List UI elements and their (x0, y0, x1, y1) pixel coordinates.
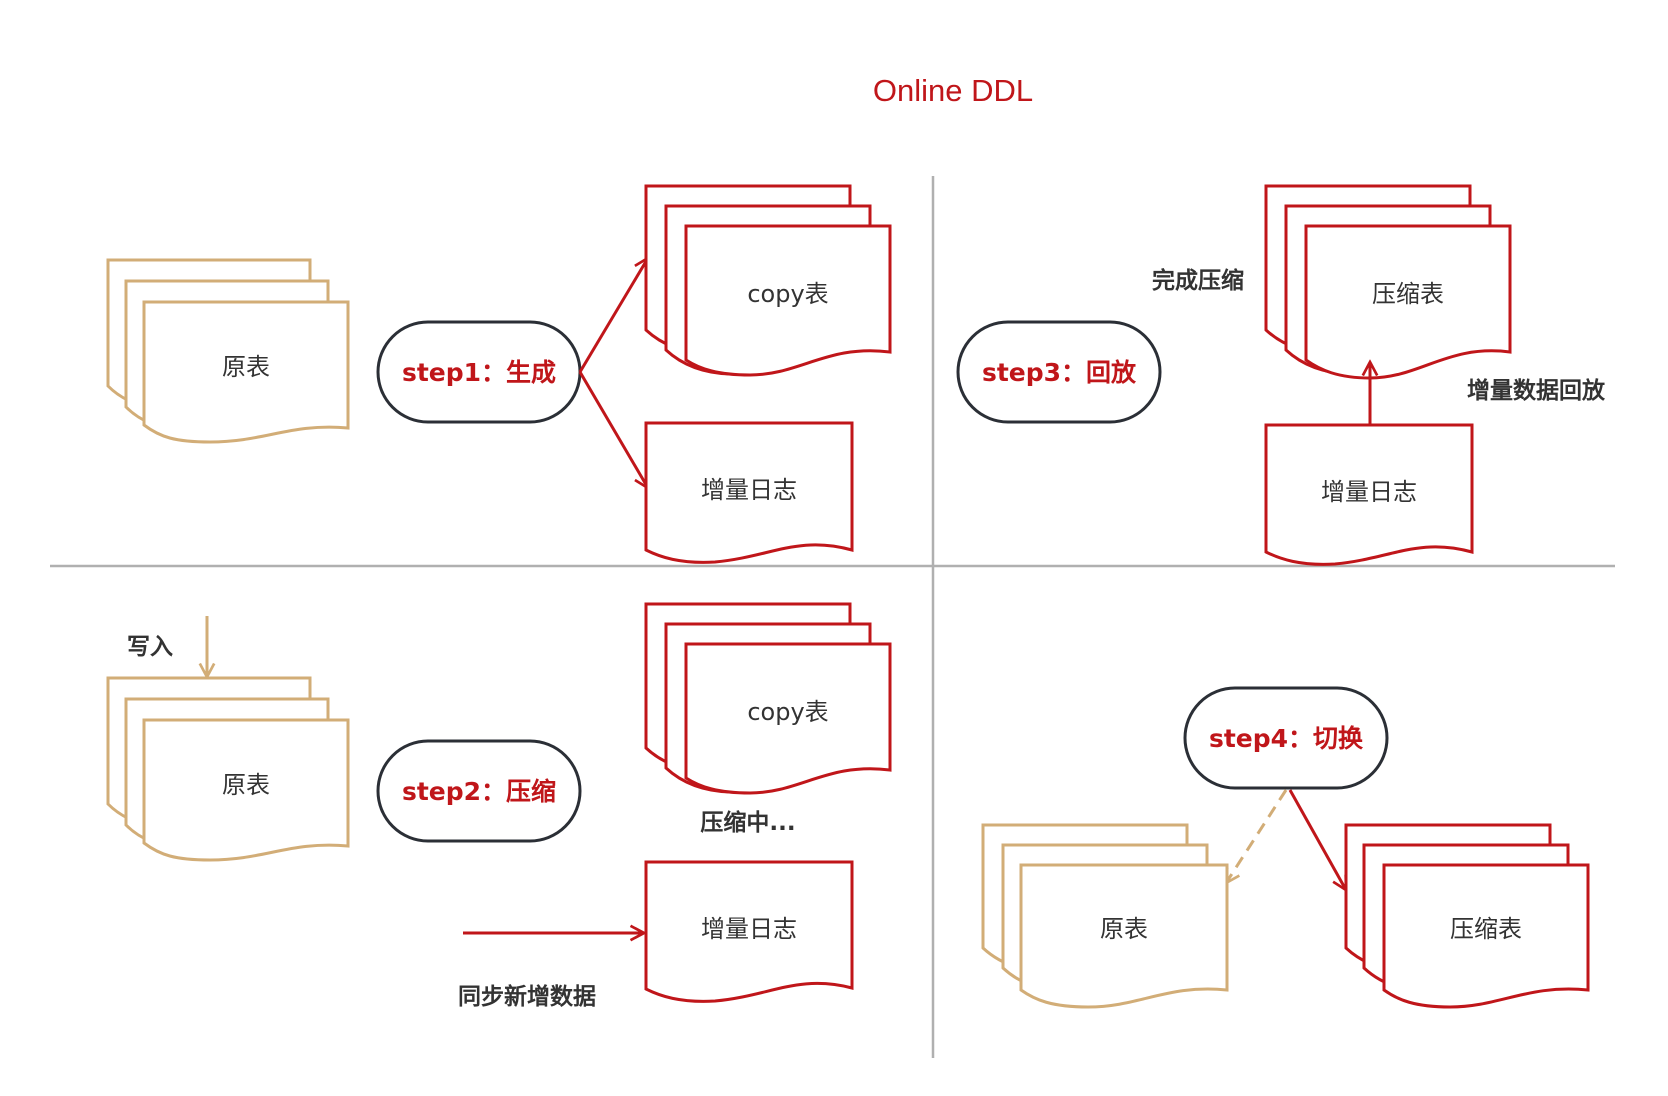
step4-label: step4：切换 (1209, 724, 1364, 753)
copy-table-label: copy表 (747, 280, 828, 308)
increment-log-label: 增量日志 (701, 476, 797, 504)
step2-label: step2：压缩 (402, 777, 556, 806)
sync-new-data-label: 同步新增数据 (458, 983, 596, 1010)
arrow-to-copy-table (578, 258, 648, 373)
step1-label: step1：生成 (402, 358, 556, 387)
original-table-label: 原表 (222, 771, 270, 799)
switch-arrow-original (1226, 789, 1288, 883)
write-label: 写入 (127, 634, 173, 660)
panel-step2: 写入 原表 step2：压缩 copy表 压缩中... 增量日志 同步新增数据 (106, 602, 892, 1010)
original-table-stack: 原表 (106, 676, 350, 862)
step2-node: step2：压缩 (376, 739, 582, 843)
compressed-table-stack: 压缩表 (1344, 823, 1590, 1009)
increment-log-label: 增量日志 (701, 915, 797, 943)
diagram-title: Online DDL (873, 73, 1033, 108)
copy-table-stack: copy表 (644, 602, 892, 795)
step1-node: step1：生成 (376, 320, 582, 424)
copy-table-stack: copy表 (644, 184, 892, 377)
increment-log-label: 增量日志 (1321, 478, 1417, 506)
original-table-stack: 原表 (106, 258, 350, 444)
switch-arrow-compressed (1288, 789, 1346, 890)
panel-step1: 原表 step1：生成 copy表 增量日志 (106, 184, 892, 564)
compressed-table-stack: 压缩表 (1264, 184, 1512, 380)
increment-log-doc: 增量日志 (644, 860, 854, 1003)
compressing-label: 压缩中... (700, 809, 795, 836)
step4-node: step4：切换 (1183, 686, 1389, 790)
step3-node: step3：回放 (956, 320, 1162, 424)
copy-table-label: copy表 (747, 698, 828, 726)
original-table-label: 原表 (1100, 915, 1148, 943)
increment-log-doc: 增量日志 (644, 421, 854, 564)
increment-log-doc: 增量日志 (1264, 423, 1474, 566)
compressed-table-label: 压缩表 (1372, 280, 1444, 308)
increment-replay-label: 增量数据回放 (1467, 377, 1606, 404)
panel-step3: step3：回放 完成压缩 压缩表 增量数据回放 增量日志 (956, 184, 1606, 566)
arrow-to-increment-log (578, 371, 648, 488)
original-table-label: 原表 (222, 353, 270, 381)
compressed-table-label: 压缩表 (1450, 915, 1522, 943)
original-table-stack: 原表 (981, 823, 1229, 1009)
panel-step4: step4：切换 原表 压缩表 (981, 686, 1590, 1009)
compression-done-label: 完成压缩 (1152, 267, 1244, 294)
step3-label: step3：回放 (982, 358, 1137, 387)
